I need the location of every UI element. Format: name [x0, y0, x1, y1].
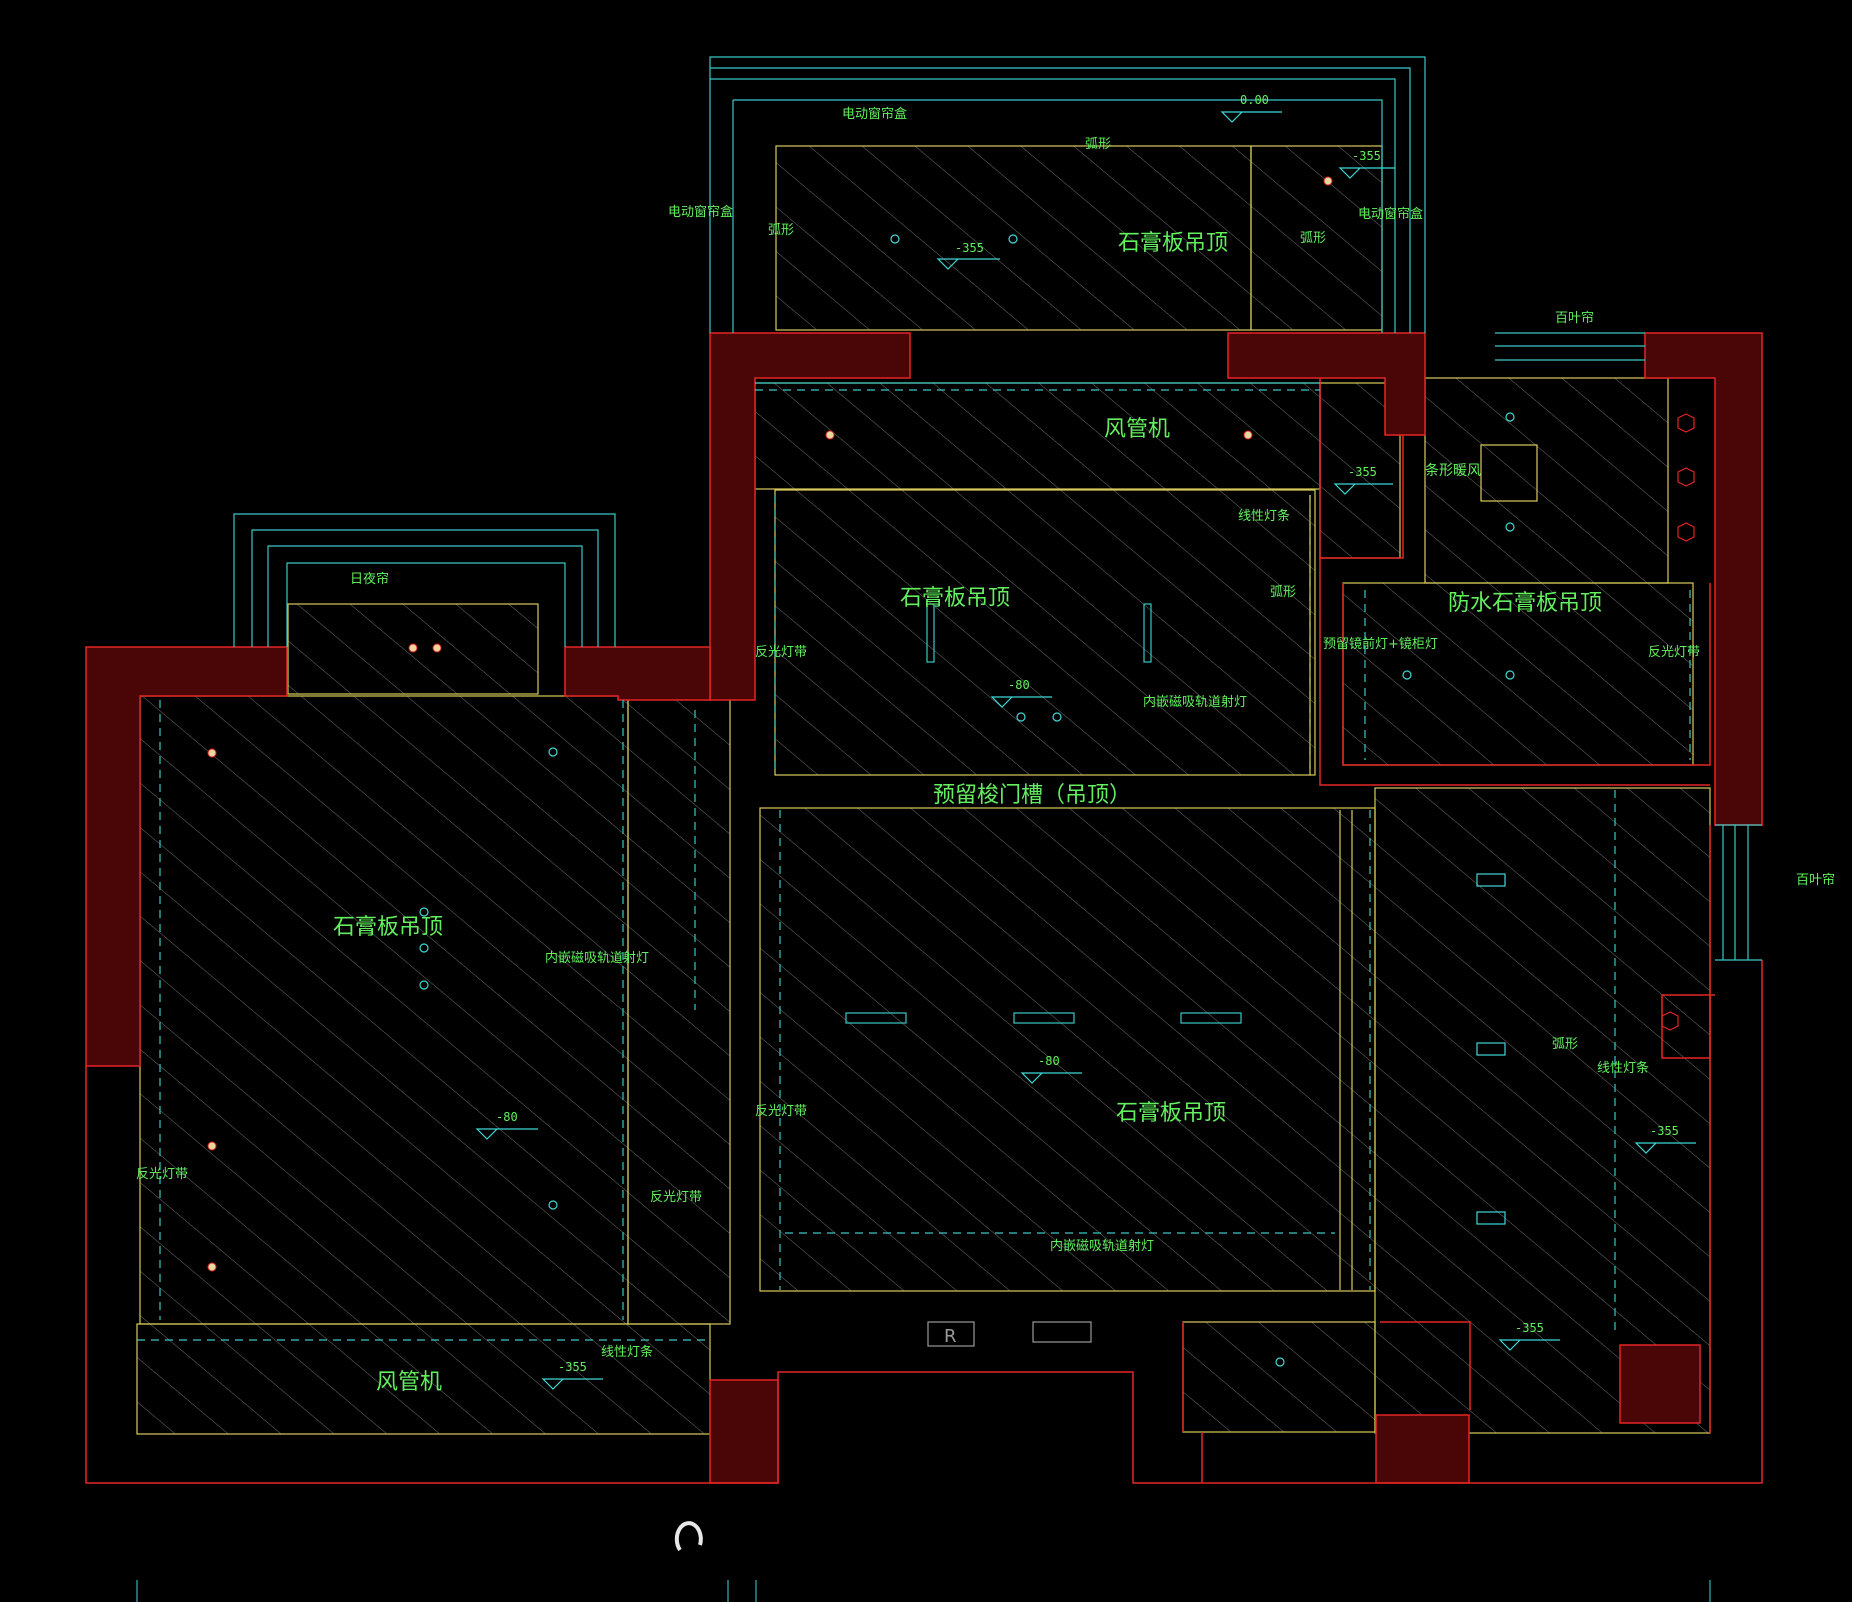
- downlight-icon: [890, 234, 900, 244]
- annotation-notes: 电动窗帘盒 电动窗帘盒 电动窗帘盒 弧形 弧形 弧形 弧形 弧形 日夜帘 百叶帘…: [136, 106, 1835, 1360]
- note-bath-heater: 条形暖风: [1425, 462, 1481, 479]
- note-track-light-2: 内嵌磁吸轨道射灯: [545, 950, 649, 966]
- walls: [85, 332, 1763, 1484]
- note-arc-3: 弧形: [1300, 231, 1326, 246]
- elev-80-c: -80: [496, 1110, 518, 1124]
- downlight-icon: [1016, 712, 1026, 722]
- elev-355-a: -355: [1352, 149, 1381, 163]
- outer-boundary: [85, 378, 1763, 1484]
- downlight-icon: [408, 643, 418, 653]
- downlight-icon: [419, 907, 429, 917]
- downlight-icon: [207, 1262, 217, 1272]
- note-reflective-strip-2: 反光灯带: [1648, 645, 1700, 660]
- note-arc-4: 弧形: [1270, 585, 1296, 600]
- spotlight-icon: [1476, 1211, 1506, 1225]
- note-linear-strip-2: 线性灯条: [1597, 1060, 1649, 1076]
- downlight-icon: [1323, 176, 1333, 186]
- note-linear-strip-3: 线性灯条: [601, 1344, 653, 1360]
- balcony-ceiling-label: 石膏板吊顶: [1118, 231, 1228, 256]
- downlight-icon: [1052, 712, 1062, 722]
- bathroom-ceiling-label: 防水石膏板吊顶: [1448, 591, 1602, 616]
- note-reflective-strip-3: 反光灯带: [755, 1104, 807, 1119]
- downlight-icon: [419, 943, 429, 953]
- study-ceiling-label: 石膏板吊顶: [900, 586, 1010, 611]
- downlight-icon: [432, 643, 442, 653]
- downlight-icon: [1275, 1357, 1285, 1367]
- note-mirror-light: 预留镜前灯+镜柜灯: [1323, 636, 1438, 652]
- downlight-icon: [1008, 234, 1018, 244]
- downlight-icon: [207, 1141, 217, 1151]
- warm-light-fixtures: [207, 176, 1333, 1272]
- note-track-light-3: 内嵌磁吸轨道射灯: [1050, 1238, 1154, 1254]
- elevation-values: 0.00 -355 -355 -355 -80 -80 -80 -355 -35…: [496, 93, 1679, 1374]
- note-reflective-strip-1: 反光灯带: [755, 645, 807, 660]
- elev-355-c: -355: [1348, 465, 1377, 479]
- downlight-icon: [548, 1200, 558, 1210]
- elev-80-a: -80: [1008, 678, 1030, 692]
- note-reflective-strip-4: 反光灯带: [136, 1167, 188, 1182]
- elev-top: 0.00: [1240, 93, 1269, 107]
- note-curtain-box-2: 电动窗帘盒: [668, 204, 733, 220]
- note-arc-5: 弧形: [1552, 1037, 1578, 1052]
- elev-355-f: -355: [558, 1360, 587, 1374]
- elev-355-e: -355: [1515, 1321, 1544, 1335]
- note-arc-2: 弧形: [768, 223, 794, 238]
- note-curtain-box-1: 电动窗帘盒: [842, 106, 907, 122]
- downlight-icon: [1243, 430, 1253, 440]
- elev-80-b: -80: [1038, 1054, 1060, 1068]
- ceiling-hatch-areas: [136, 145, 1711, 1435]
- living-ceiling-label: 石膏板吊顶: [1116, 1101, 1226, 1126]
- elev-355-b: -355: [955, 241, 984, 255]
- note-curtain-box-3: 电动窗帘盒: [1358, 206, 1423, 222]
- note-blinds-2: 百叶帘: [1796, 872, 1835, 888]
- spotlight-icon: [1476, 873, 1506, 887]
- downlight-icon: [1402, 670, 1412, 680]
- downlight-icon: [548, 747, 558, 757]
- spotlight-icon: [1476, 1042, 1506, 1056]
- note-arc-1: 弧形: [1085, 137, 1111, 152]
- note-track-light-1: 内嵌磁吸轨道射灯: [1143, 694, 1247, 710]
- elev-355-d: -355: [1650, 1124, 1679, 1138]
- door-slot-label: 预留梭门槽（吊顶）: [933, 783, 1131, 808]
- downlight-icon: [207, 748, 217, 758]
- downlight-icon: [419, 980, 429, 990]
- note-linear-strip-1: 线性灯条: [1238, 508, 1290, 524]
- note-blinds-1: 百叶帘: [1555, 310, 1594, 326]
- bedroom-left-ceiling-label: 石膏板吊顶: [333, 915, 443, 940]
- misc-marks: R: [136, 1326, 1711, 1602]
- downlight-icon: [825, 430, 835, 440]
- window-lines: [137, 56, 1762, 1347]
- downlight-icon: [1505, 522, 1515, 532]
- elevation-markers: [475, 111, 1696, 1390]
- hex-marks: [1661, 413, 1695, 1031]
- r-mark: R: [944, 1326, 957, 1347]
- downlight-icon: [1505, 412, 1515, 422]
- bedroom-left-fancoil-label: 风管机: [376, 1370, 442, 1395]
- upper-fancoil-label: 风管机: [1104, 417, 1170, 442]
- light-fixtures: [419, 234, 1515, 1367]
- note-day-night-curtain: 日夜帘: [350, 571, 389, 587]
- downlight-icon: [1505, 670, 1515, 680]
- note-reflective-strip-5: 反光灯带: [650, 1190, 702, 1205]
- room-labels: 石膏板吊顶 风管机 石膏板吊顶 防水石膏板吊顶 预留梭门槽（吊顶） 石膏板吊顶 …: [333, 231, 1602, 1395]
